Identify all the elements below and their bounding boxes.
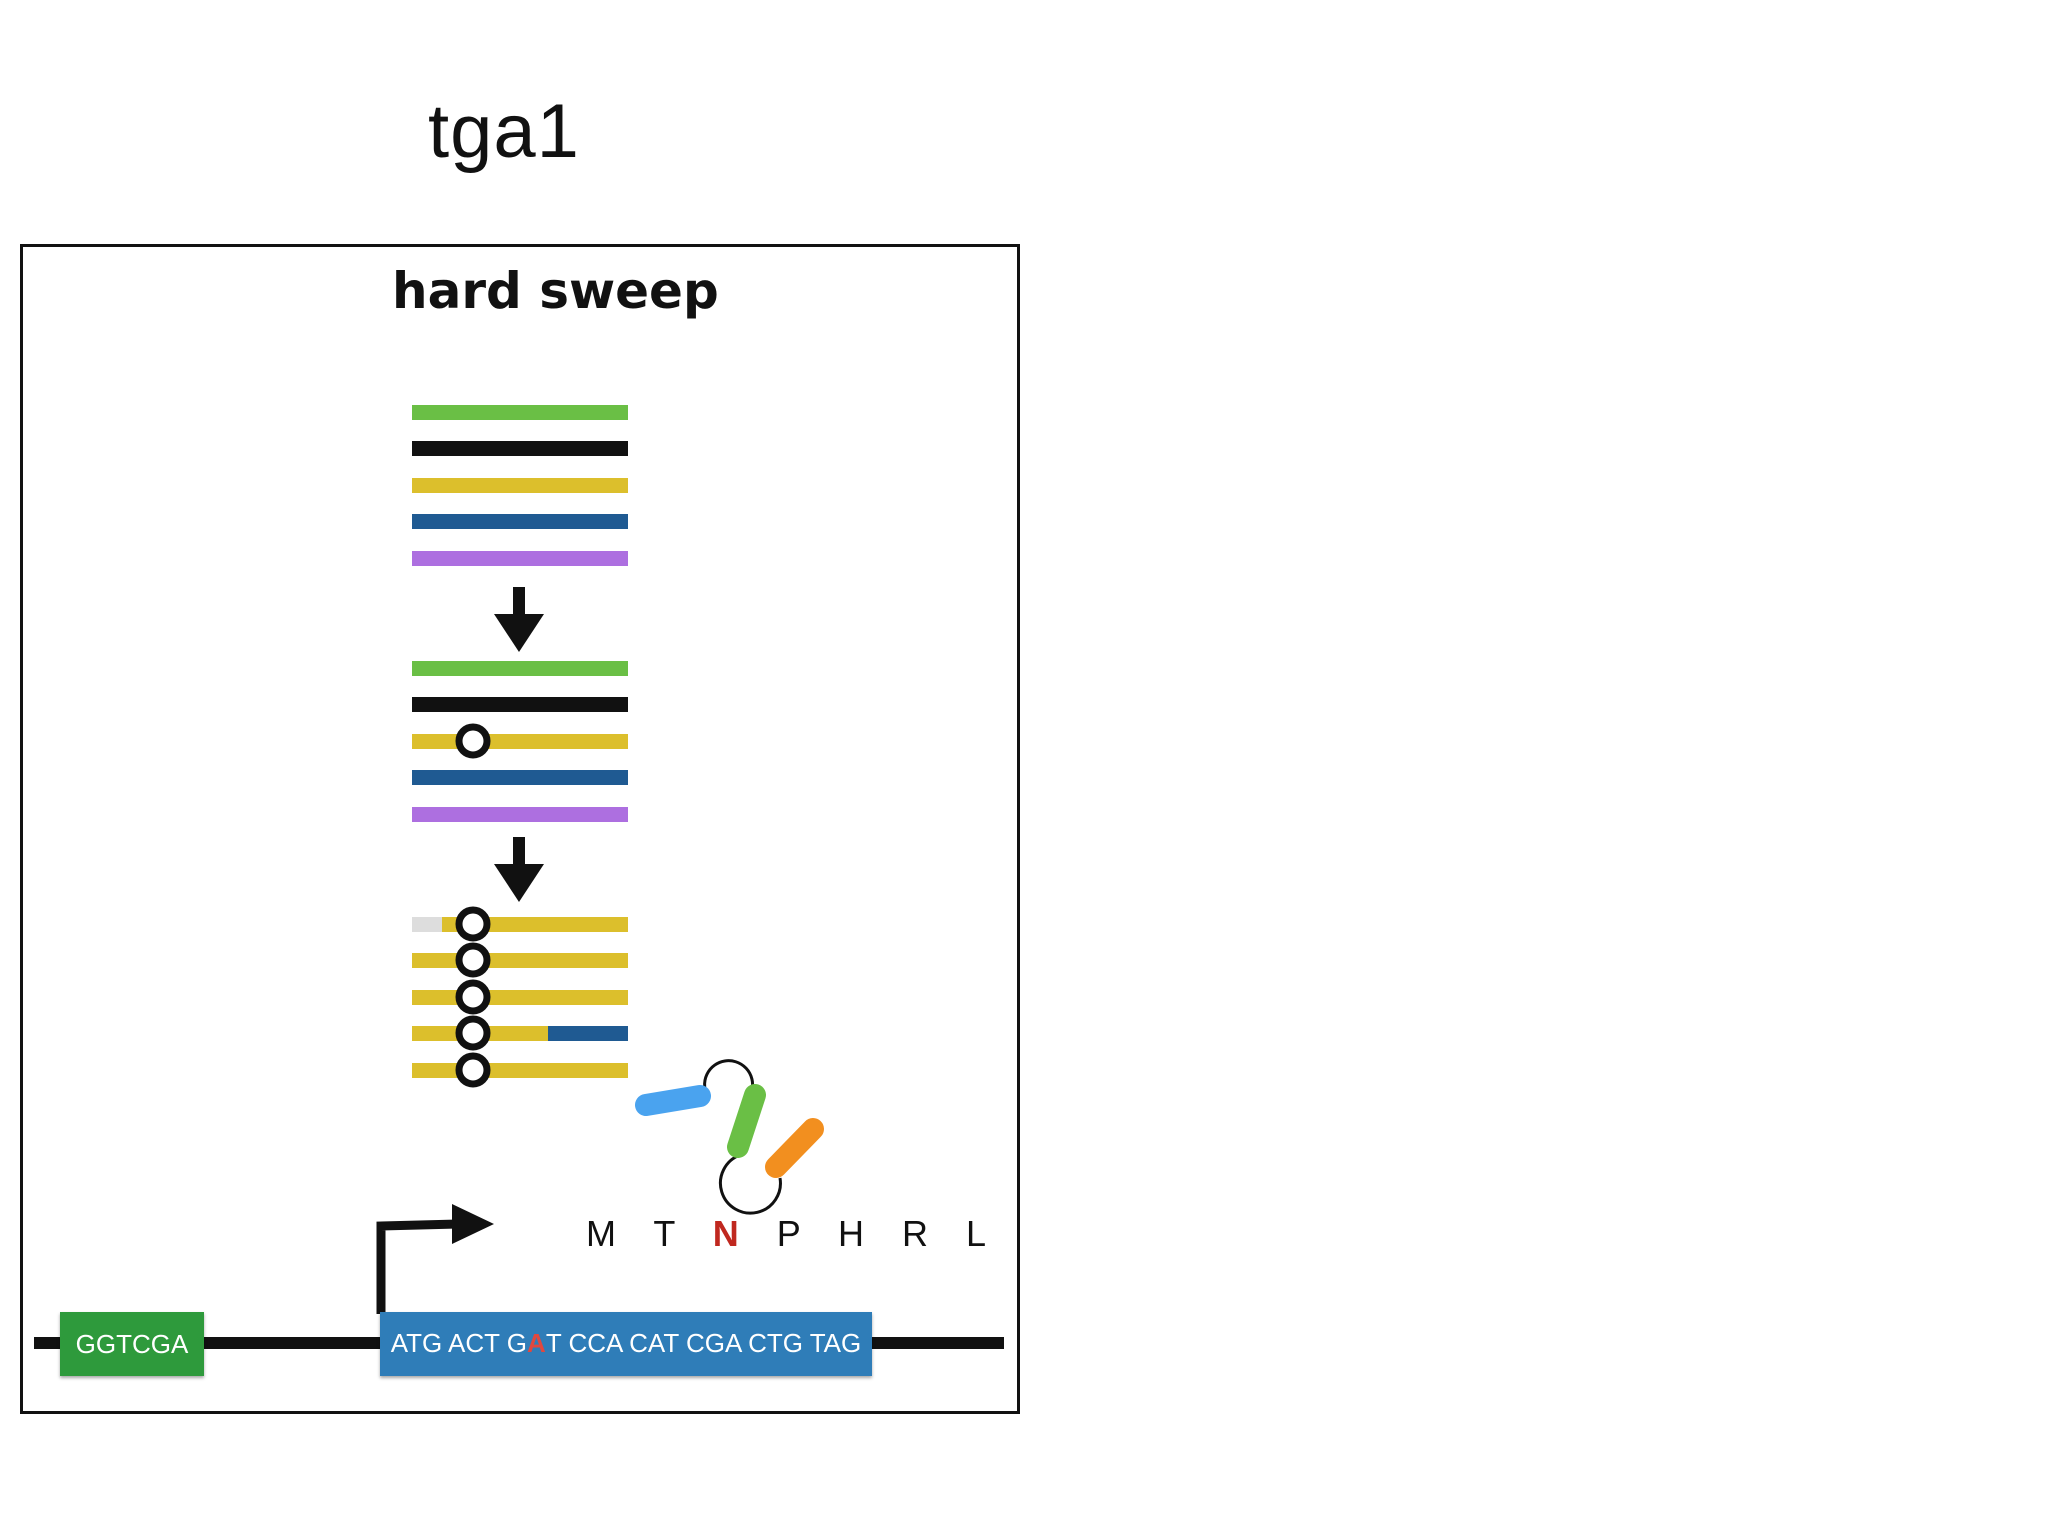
mutation-marker (455, 906, 491, 942)
mutation-marker (455, 1052, 491, 1088)
mutation-marker (455, 1015, 491, 1051)
haplotype-black (412, 697, 628, 712)
protein-sequence-before: M T (586, 1213, 713, 1254)
haplotype-blue-segment (548, 1026, 628, 1041)
haplotype-yellow (412, 734, 628, 749)
mutation-marker (455, 979, 491, 1015)
haplotype-black (412, 441, 628, 456)
protein-structure-icon (635, 1059, 824, 1215)
haplotype-green (412, 661, 628, 676)
protein-sequence: M T N P H R L (586, 1213, 1000, 1255)
protein-sequence-after: P H R L (752, 1213, 1001, 1254)
mutation-marker (455, 723, 491, 759)
haplotype-purple (412, 551, 628, 566)
haplotype-yellow (412, 990, 628, 1005)
slide-title: tga1 (428, 89, 580, 174)
haplotype-purple (412, 807, 628, 822)
haplotype-yellow (412, 478, 628, 493)
haplotype-yellow (412, 1063, 628, 1078)
haplotype-yellow (412, 953, 628, 968)
panel-subtitle: hard sweep (392, 262, 719, 320)
transcription-start-arrow (376, 1204, 494, 1314)
down-arrow-1 (494, 587, 544, 652)
protein-sequence-mutant-residue: N (712, 1213, 753, 1254)
coding-sequence-mutant-base: A (527, 1328, 546, 1358)
coding-sequence-box: ATG ACT GAT CCA CAT CGA CTG TAG (380, 1312, 872, 1376)
coding-sequence-before: ATG ACT G (390, 1328, 528, 1358)
down-arrow-2 (494, 837, 544, 902)
haplotype-blue (412, 514, 628, 529)
stage-3-haplotypes (412, 906, 628, 1088)
mutation-marker (455, 942, 491, 978)
diagram-frame (20, 244, 1020, 1414)
haplotype-grey-segment (412, 917, 442, 932)
stage-2-haplotypes (412, 661, 628, 822)
haplotype-blue (412, 770, 628, 785)
haplotype-green (412, 405, 628, 420)
coding-sequence-after: T CCA CAT CGA CTG TAG (545, 1328, 862, 1358)
stage-1-haplotypes (412, 405, 628, 566)
promoter-box: GGTCGA (60, 1312, 204, 1376)
